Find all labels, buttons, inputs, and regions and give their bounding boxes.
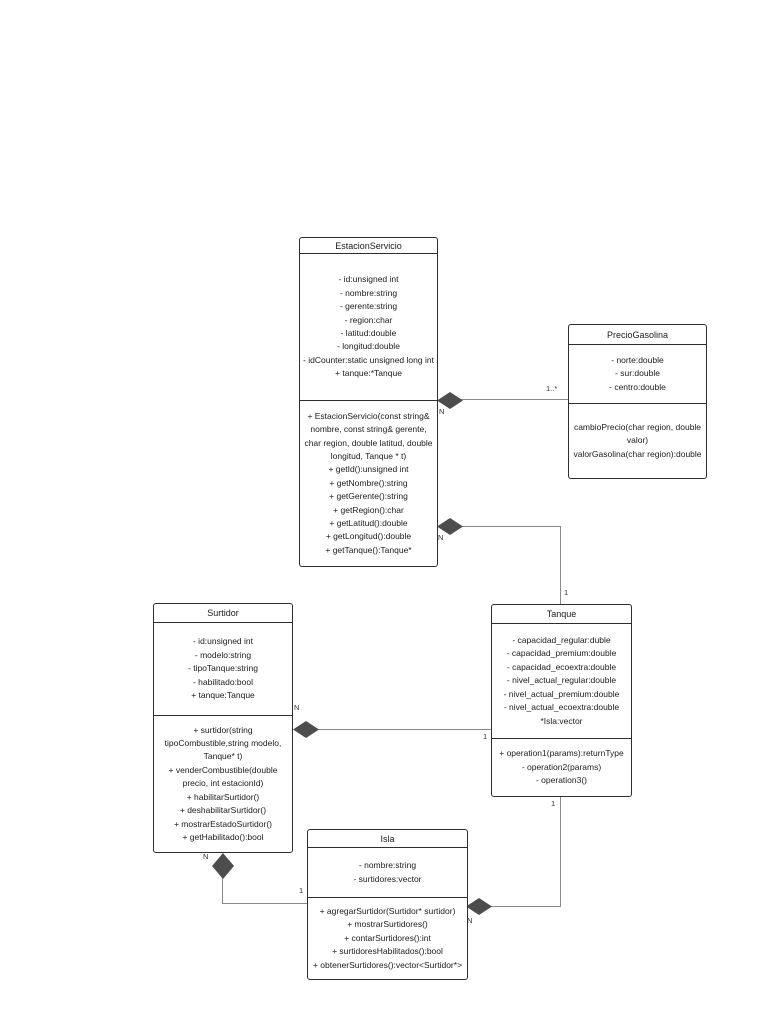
class-title: Surtidor xyxy=(154,604,292,623)
attribute: - id:unsigned int xyxy=(338,274,399,285)
attribute: *Isla:vector xyxy=(540,715,583,726)
multiplicity-label: 1 xyxy=(564,588,569,597)
method: + EstacionServicio(const string& nombre,… xyxy=(304,410,433,461)
method: - operation2(params) xyxy=(521,761,602,772)
connector-line-surtidor-isla xyxy=(222,876,224,904)
attribute: - gerente:string xyxy=(339,301,398,312)
multiplicity-label: N xyxy=(203,852,209,861)
class-box-surtidor: Surtidor - id:unsigned int - modelo:stri… xyxy=(153,603,293,853)
connector-line-estacion-precio xyxy=(460,399,568,401)
class-box-tanque: Tanque - capacidad_regular:duble - capac… xyxy=(491,604,632,797)
attributes-compartment: - id:unsigned int - modelo:string - tipo… xyxy=(154,623,292,715)
class-box-estacion-servicio: EstacionServicio - id:unsigned int - nom… xyxy=(299,237,438,567)
method: + operation1(params):returnType xyxy=(499,748,624,759)
composition-diamond-icon xyxy=(437,392,463,409)
connector-line-surtidor-isla xyxy=(222,903,307,905)
method: + getNombre():string xyxy=(329,477,408,488)
multiplicity-label: 1 xyxy=(551,799,556,808)
method: + venderCombustible(double precio, int e… xyxy=(168,764,278,789)
method: + deshabilitarSurtidor() xyxy=(179,805,267,816)
attribute: - tipoTanque:string xyxy=(188,663,258,674)
method: + mostrarSurtidores() xyxy=(347,919,428,930)
composition-diamond-icon xyxy=(437,518,463,535)
attribute: - sur:double xyxy=(615,368,660,379)
composition-diamond-icon xyxy=(212,853,234,879)
attribute: - centro:double xyxy=(609,381,666,392)
attributes-compartment: - nombre:string - surtidores:vector xyxy=(308,848,467,897)
attribute: + tanque:*Tanque xyxy=(335,368,402,379)
attribute: - capacidad_ecoextra:double xyxy=(506,661,617,672)
attributes-compartment: - id:unsigned int - nombre:string - gere… xyxy=(300,254,437,400)
attribute: - nombre:string xyxy=(339,287,398,298)
attribute: - surtidores:vector xyxy=(353,873,422,884)
method: + getLatitud():double xyxy=(329,518,408,529)
class-title: EstacionServicio xyxy=(300,238,437,254)
attribute: - capacidad_regular:duble xyxy=(512,635,611,646)
attribute: - region:char xyxy=(344,314,393,325)
method: + getRegion():char xyxy=(333,504,404,515)
methods-compartment: + agregarSurtidor(Surtidor* surtidor) + … xyxy=(308,897,467,979)
method: + getLongitud():double xyxy=(325,531,412,542)
class-title: PrecioGasolina xyxy=(569,325,706,345)
methods-compartment: + operation1(params):returnType - operat… xyxy=(492,738,631,796)
methods-compartment: + surtidor(string tipoCombustible,string… xyxy=(154,715,292,852)
connector-line-estacion-tanque xyxy=(460,526,561,528)
attribute: - latitud:double xyxy=(340,328,397,338)
class-title: Isla xyxy=(308,830,467,848)
attribute: - modelo:string xyxy=(194,649,252,660)
method: + getId():unsigned int xyxy=(328,464,409,475)
attribute: - nivel_actual_regular:double xyxy=(506,675,617,686)
method: + contarSurtidores():int xyxy=(344,932,431,943)
attribute: - habilitado:bool xyxy=(192,676,253,687)
connector-line-isla-tanque xyxy=(560,797,562,907)
composition-diamond-icon xyxy=(466,898,492,915)
multiplicity-label: 1..* xyxy=(546,384,558,393)
attribute: - idCounter:static unsigned long int xyxy=(303,354,434,365)
connector-line-isla-tanque xyxy=(489,906,561,908)
multiplicity-label: N xyxy=(439,407,445,416)
attribute: + tanque:Tanque xyxy=(191,690,255,701)
class-box-isla: Isla - nombre:string - surtidores:vector… xyxy=(307,829,468,980)
multiplicity-label: 1 xyxy=(483,732,488,741)
attribute: - norte:double xyxy=(611,354,664,365)
method: + obtenerSurtidores():vector<Surtidor*> xyxy=(312,959,463,970)
method: + mostrarEstadoSurtidor() xyxy=(173,818,273,829)
method: + getHabilitado():bool xyxy=(182,831,264,842)
class-title: Tanque xyxy=(492,605,631,624)
method: valorGasolina(char region):double xyxy=(573,448,702,459)
multiplicity-label: 1 xyxy=(299,886,304,895)
attribute: - nivel_actual_premium:double xyxy=(503,688,620,699)
methods-compartment: + EstacionServicio(const string& nombre,… xyxy=(300,400,437,566)
attributes-compartment: - capacidad_regular:duble - capacidad_pr… xyxy=(492,624,631,738)
method: + surtidoresHabilitados():bool xyxy=(332,946,443,957)
method: + agregarSurtidor(Surtidor* surtidor) xyxy=(319,905,456,916)
method: + habilitarSurtidor() xyxy=(186,791,260,802)
methods-compartment: cambioPrecio(char region, double valor) … xyxy=(569,403,706,478)
attributes-compartment: - norte:double - sur:double - centro:dou… xyxy=(569,345,706,403)
attribute: - nivel_actual_ecoextra:double xyxy=(503,702,620,713)
method: + getTanque():Tanque* xyxy=(325,544,412,555)
multiplicity-label: N xyxy=(438,533,444,542)
method: cambioPrecio(char region, double valor) xyxy=(573,421,702,446)
method: + getGerente():string xyxy=(329,491,408,502)
method: + surtidor(string tipoCombustible,string… xyxy=(164,724,282,762)
attribute: - capacidad_premium:double xyxy=(506,648,617,659)
multiplicity-label: N xyxy=(294,703,300,712)
multiplicity-label: N xyxy=(467,916,473,925)
connector-line-surtidor-tanque xyxy=(316,729,491,731)
composition-diamond-icon xyxy=(293,721,319,738)
attribute: - longitud:double xyxy=(337,341,400,352)
attribute: - nombre:string xyxy=(358,860,417,871)
method: - operation3() xyxy=(535,775,588,786)
connector-line-estacion-tanque xyxy=(560,526,562,604)
attribute: - id:unsigned int xyxy=(192,636,253,647)
class-box-precio-gasolina: PrecioGasolina - norte:double - sur:doub… xyxy=(568,324,707,479)
